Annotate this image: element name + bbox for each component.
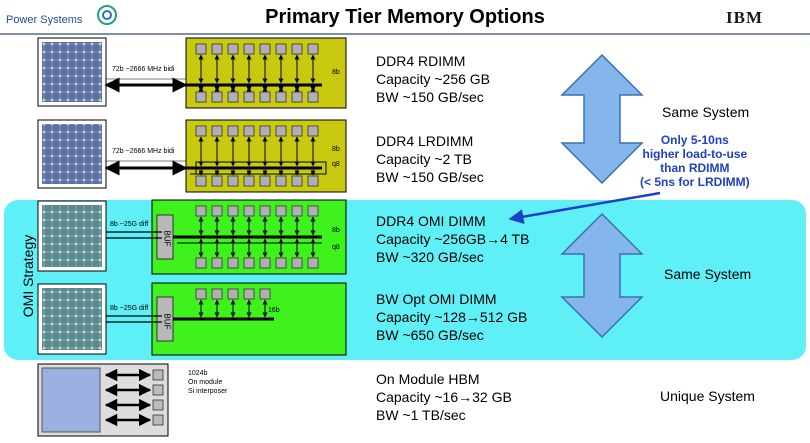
lrdimm-name: DDR4 LRDIMM: [376, 133, 474, 149]
power-systems-logo-icon: [97, 5, 117, 25]
omi-dimm-width-label-2: q8: [332, 244, 340, 251]
omi-dimm-bandwidth: BW ~320 GB/sec: [376, 249, 484, 265]
rdimm-board: [185, 37, 347, 109]
system-label-3: Unique System: [660, 388, 755, 404]
ibm-logo: IBM: [726, 8, 763, 27]
rdimm-bandwidth: BW ~150 GB/sec: [376, 89, 484, 105]
page-title: Primary Tier Memory Options: [265, 6, 545, 28]
processor-chip-4: [37, 283, 107, 355]
header-divider: [0, 33, 810, 35]
processor-chip-2: [37, 119, 107, 189]
latency-note: Only 5-10ns higher load-to-use than RDIM…: [640, 133, 750, 189]
omi-strategy-band: [4, 200, 806, 360]
lrdimm-width-label: 8b: [332, 146, 340, 153]
omi-dimm-description: DDR4 OMI DIMM Capacity ~256GB→4 TB BW ~3…: [376, 212, 529, 266]
bw-omi-description: BW Opt OMI DIMM Capacity ~128→512 GB BW …: [376, 290, 527, 344]
hbm-capacity: Capacity ~16→32 GB: [376, 389, 512, 405]
bw-omi-buffer-label: BUF: [162, 313, 172, 330]
lrdimm-board: [185, 119, 347, 193]
omi-dimm-board: [151, 199, 347, 275]
processor-chip-3: [37, 200, 107, 272]
brand-name: Power Systems: [6, 14, 83, 26]
double-arrow-same-system-1: [560, 53, 644, 185]
rdimm-link-label: 72b ~2666 MHz bidi: [112, 66, 175, 73]
omi-dimm-name: DDR4 OMI DIMM: [376, 213, 486, 229]
lrdimm-capacity: Capacity ~2 TB: [376, 151, 472, 167]
lrdimm-description: DDR4 LRDIMM Capacity ~2 TB BW ~150 GB/se…: [376, 132, 484, 186]
omi-dimm-link-label: 8b ~25G diff: [110, 221, 149, 228]
lrdimm-bandwidth: BW ~150 GB/sec: [376, 169, 484, 185]
bw-omi-bandwidth: BW ~650 GB/sec: [376, 327, 484, 343]
omi-dimm-buffer-label: BUF: [162, 230, 172, 247]
hbm-description: On Module HBM Capacity ~16→32 GB BW ~1 T…: [376, 370, 512, 424]
rdimm-capacity: Capacity ~256 GB: [376, 71, 491, 87]
lrdimm-width-label-2: q8: [332, 161, 340, 168]
rdimm-name: DDR4 RDIMM: [376, 53, 466, 69]
bw-omi-capacity: Capacity ~128→512 GB: [376, 309, 528, 325]
omi-dimm-width-label: 8b: [332, 227, 340, 234]
hbm-module: [37, 363, 169, 437]
hbm-name: On Module HBM: [376, 371, 480, 387]
bw-omi-board: [151, 282, 347, 356]
omi-dimm-capacity: Capacity ~256GB→4 TB: [376, 231, 530, 247]
bw-omi-width-label: 16b: [268, 307, 280, 314]
bw-omi-name: BW Opt OMI DIMM: [376, 291, 497, 307]
double-arrow-same-system-2: [560, 212, 644, 339]
rdimm-description: DDR4 RDIMM Capacity ~256 GB BW ~150 GB/s…: [376, 52, 490, 106]
bw-omi-link-label: 8b ~25G diff: [110, 305, 149, 312]
processor-chip-1: [37, 37, 107, 107]
hbm-module-label: 1024b On module Si interposer: [188, 370, 228, 395]
note-arrow: [508, 191, 661, 225]
system-label-1: Same System: [662, 104, 750, 120]
system-label-2: Same System: [664, 266, 752, 282]
lrdimm-link-label: 72b ~2666 MHz bidi: [112, 148, 175, 155]
hbm-bandwidth: BW ~1 TB/sec: [376, 407, 466, 423]
rdimm-width-label: 8b: [332, 69, 340, 76]
